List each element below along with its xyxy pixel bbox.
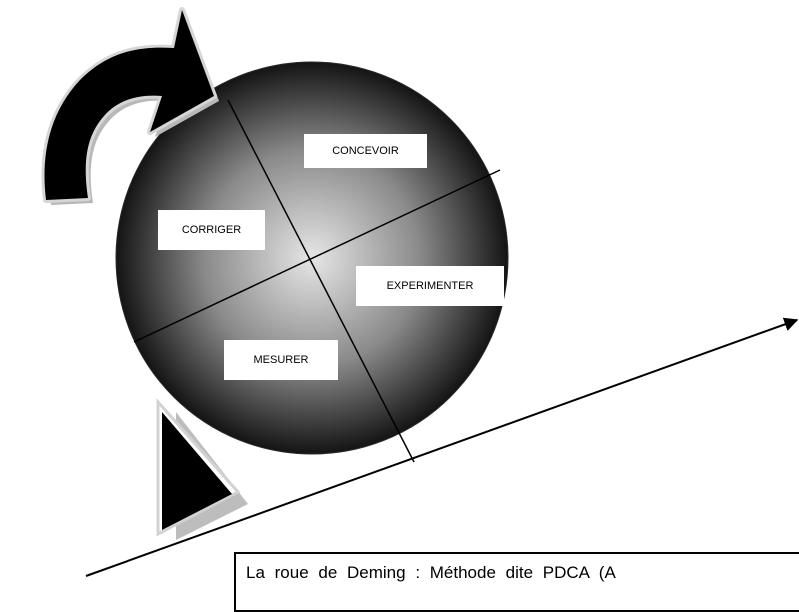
- quadrant-label-corriger: CORRIGER: [158, 210, 265, 250]
- quadrant-label-mesurer: MESURER: [224, 340, 338, 380]
- wheel-divider-line: [227, 99, 415, 463]
- caption-box: La roue de Deming : Méthode dite PDCA (A: [234, 552, 799, 612]
- rotation-arrow-icon: [41, 7, 220, 205]
- quadrant-label-concevoir: CONCEVOIR: [304, 134, 427, 168]
- quadrant-label-experimenter: EXPERIMENTER: [356, 266, 504, 306]
- caption-text: La roue de Deming : Méthode dite PDCA (A: [246, 563, 616, 582]
- wedge-chock: [156, 398, 248, 540]
- incline-arrow: [85, 317, 799, 577]
- wheel-divider-line: [133, 169, 501, 343]
